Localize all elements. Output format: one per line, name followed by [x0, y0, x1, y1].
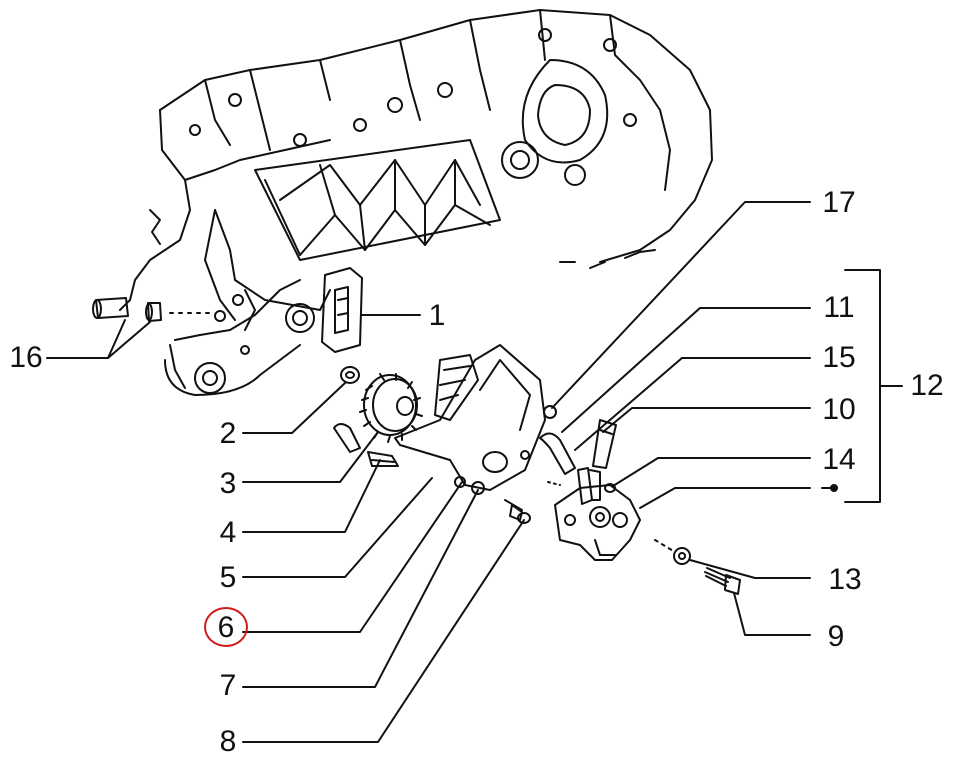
callout-14: 14 [822, 443, 856, 476]
part-10-hose [592, 419, 617, 469]
callout-9: 9 [827, 620, 845, 653]
callout-11: 11 [823, 291, 855, 324]
crankcase-housing [119, 9, 713, 396]
part-11-ring [543, 405, 557, 419]
callout-8: 8 [219, 725, 237, 758]
part-1-bracket [321, 267, 363, 353]
bracket-12 [844, 269, 903, 503]
callout-3: 3 [219, 467, 237, 500]
callout-13: 13 [828, 563, 862, 596]
part-5-cover-plate [394, 344, 546, 495]
callout-12: 12 [910, 369, 944, 402]
part-16-pins [92, 297, 226, 322]
callout-16: 16 [9, 341, 43, 374]
leader-lines [46, 201, 838, 743]
part-8-bolt [504, 499, 531, 524]
part-3-gear [359, 373, 423, 443]
part-13-washer [654, 539, 691, 565]
part-4-spacer [333, 423, 399, 467]
callout-5: 5 [219, 561, 237, 594]
part-9-screw [704, 567, 741, 595]
part-15-hose [539, 432, 576, 475]
highlight-ring-part-6 [204, 607, 248, 647]
part-2-washer [340, 366, 360, 384]
callout-17: 17 [822, 186, 856, 219]
oil-pump-body [547, 467, 641, 561]
callout-7: 7 [219, 669, 237, 702]
callout-1: 1 [428, 299, 446, 332]
callout-2: 2 [219, 417, 237, 450]
callout-4: 4 [219, 516, 237, 549]
callout-10: 10 [822, 393, 856, 426]
callout-15: 15 [822, 341, 856, 374]
